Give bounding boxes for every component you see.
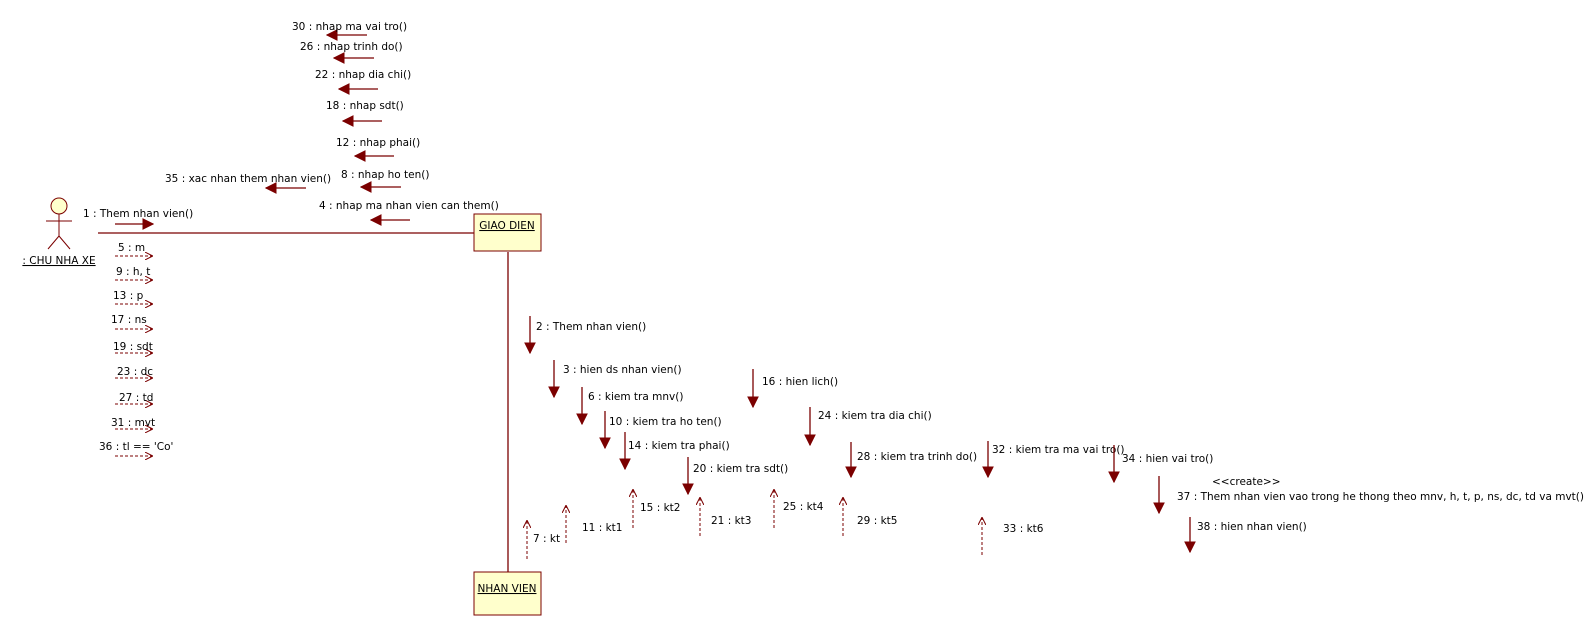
message-label: 34 : hien vai tro(): [1122, 453, 1213, 465]
message-stereotype: <<create>>: [1212, 476, 1281, 488]
actor-left-leg: [47, 235, 60, 250]
message-label: 2 : Them nhan vien(): [536, 321, 646, 333]
object-giao-dien-box: [473, 213, 542, 252]
return-label: 17 : ns: [111, 314, 147, 326]
return-label: 9 : h, t: [116, 266, 150, 278]
return-label: 33 : kt6: [1003, 523, 1044, 535]
actor-head: [50, 197, 68, 215]
return-label: 21 : kt3: [711, 515, 751, 527]
return-label: 29 : kt5: [857, 515, 897, 527]
return-label: 15 : kt2: [640, 502, 680, 514]
message-label: 6 : kiem tra mnv(): [588, 391, 683, 403]
message-label: 38 : hien nhan vien(): [1197, 521, 1307, 533]
return-label: 13 : p: [113, 290, 144, 302]
message-label: 18 : nhap sdt(): [326, 100, 404, 112]
message-label: 24 : kiem tra dia chi(): [818, 410, 932, 422]
return-label: 31 : mvt: [111, 417, 155, 429]
object-nhan-vien-label: NHAN VIEN: [478, 583, 537, 595]
message-label: 1 : Them nhan vien(): [83, 208, 193, 220]
actor-right-leg: [58, 235, 71, 250]
return-label: 7 : kt: [533, 533, 560, 545]
return-label: 25 : kt4: [783, 501, 824, 513]
message-label: 35 : xac nhan them nhan vien(): [165, 173, 331, 185]
message-label: 8 : nhap ho ten(): [341, 169, 429, 181]
message-label: 32 : kiem tra ma vai tro(): [992, 444, 1125, 456]
message-label: 12 : nhap phai(): [336, 137, 420, 149]
return-label: 5 : m: [118, 242, 145, 254]
return-label: 11 : kt1: [582, 522, 622, 534]
return-label: 27 : td: [119, 392, 153, 404]
object-giao-dien-label: GIAO DIEN: [479, 220, 535, 232]
message-label: 20 : kiem tra sdt(): [693, 463, 788, 475]
message-label: 10 : kiem tra ho ten(): [609, 416, 722, 428]
return-label: 19 : sdt: [113, 341, 153, 353]
object-giao-dien[interactable]: GIAO DIEN: [473, 213, 542, 252]
object-nhan-vien[interactable]: NHAN VIEN: [473, 571, 542, 616]
message-label: 22 : nhap dia chi(): [315, 69, 411, 81]
actor-label: : CHU NHA XE: [22, 255, 95, 267]
message-label: 26 : nhap trinh do(): [300, 41, 403, 53]
message-label: 14 : kiem tra phai(): [628, 440, 730, 452]
message-label: 3 : hien ds nhan vien(): [563, 364, 682, 376]
message-label: 30 : nhap ma vai tro(): [292, 21, 407, 33]
actor-chu-nha-xe[interactable]: : CHU NHA XE: [22, 197, 96, 267]
message-label: 37 : Them nhan vien vao trong he thong t…: [1177, 491, 1584, 503]
message-label: 4 : nhap ma nhan vien can them(): [319, 200, 499, 212]
message-label: 16 : hien lich(): [762, 376, 838, 388]
return-label: 23 : dc: [117, 366, 153, 378]
message-label: 28 : kiem tra trinh do(): [857, 451, 977, 463]
object-nhan-vien-box: [473, 571, 542, 616]
return-label: 36 : tl == 'Co': [99, 441, 173, 453]
